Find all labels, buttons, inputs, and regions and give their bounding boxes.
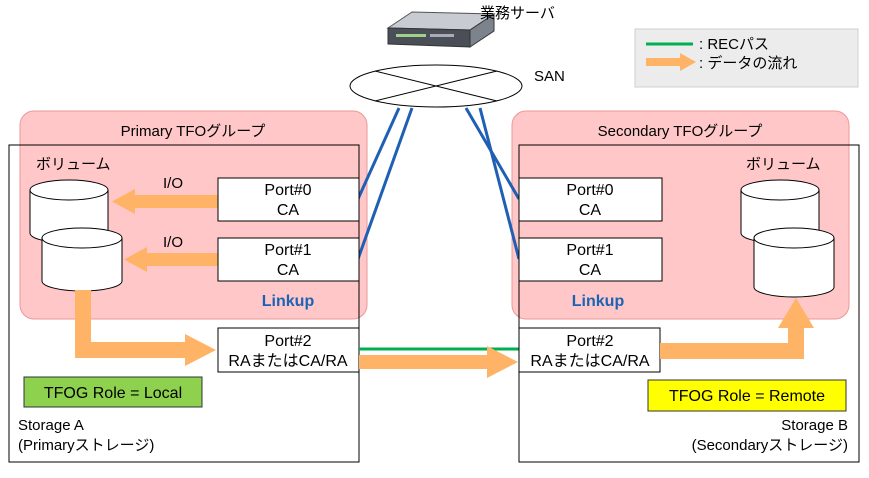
storage-b-box [518, 144, 860, 463]
io-arrow-port0 [112, 189, 218, 214]
storage-a-desc: (Primaryストレージ) [18, 437, 154, 454]
svg-text:CA: CA [277, 262, 300, 279]
server-icon [386, 11, 496, 48]
svg-text:RAまたはCA/RA: RAまたはCA/RA [228, 352, 347, 370]
server-label: 業務サーバ [480, 5, 555, 22]
secondary-group-title: Secondary TFOグループ [598, 123, 763, 140]
primary-volume-2 [41, 227, 123, 292]
primary-linkup-label: Linkup [262, 293, 315, 310]
svg-text:Port#2: Port#2 [566, 333, 613, 350]
svg-text:Port#1: Port#1 [264, 242, 311, 259]
svg-text:TFOG Role = Remote: TFOG Role = Remote [669, 388, 825, 405]
secondary-volume-label: ボリューム [746, 156, 821, 173]
primary-port0: Port#0 CA [217, 177, 360, 222]
san-switch-icon [349, 64, 523, 108]
legend-data-flow-label: : データの流れ [699, 54, 797, 72]
san-label: SAN [534, 68, 565, 85]
svg-text:RAまたはCA/RA: RAまたはCA/RA [530, 352, 649, 370]
io-label-port0: I/O [163, 175, 183, 192]
storage-b-name: Storage B [781, 417, 848, 434]
secondary-port1: Port#1 CA [518, 237, 663, 282]
secondary-port0: Port#0 CA [518, 177, 663, 222]
io-label-port1: I/O [163, 234, 183, 251]
primary-role-badge: TFOG Role = Local [23, 376, 203, 408]
san-links [356, 107, 521, 260]
svg-text:Port#0: Port#0 [566, 182, 613, 199]
primary-port2: Port#2 RAまたはCA/RA [217, 327, 360, 373]
primary-port1: Port#1 CA [217, 237, 360, 282]
svg-text:CA: CA [277, 202, 300, 219]
svg-text:TFOG Role = Local: TFOG Role = Local [44, 385, 182, 402]
svg-text:Port#1: Port#1 [566, 242, 613, 259]
legend-rec-path-label: : RECパス [699, 36, 769, 53]
legend-data-flow-arrow [646, 53, 696, 71]
primary-volume-label: ボリューム [36, 156, 111, 173]
primary-to-port2-arrow [75, 290, 216, 366]
io-arrow-port1 [124, 247, 218, 272]
replication-flow-arrow [359, 346, 518, 378]
port2-to-secondary-volume-arrow [660, 298, 814, 359]
storage-b-desc: (Secondaryストレージ) [692, 437, 848, 454]
svg-text:CA: CA [579, 262, 602, 279]
svg-text:CA: CA [579, 202, 602, 219]
secondary-port2: Port#2 RAまたはCA/RA [518, 327, 661, 373]
svg-text:Port#0: Port#0 [264, 182, 311, 199]
svg-text:Port#2: Port#2 [264, 333, 311, 350]
storage-a-name: Storage A [18, 417, 84, 434]
primary-group-title: Primary TFOグループ [121, 123, 266, 140]
secondary-linkup-label: Linkup [572, 293, 625, 310]
secondary-role-badge: TFOG Role = Remote [647, 379, 847, 412]
secondary-volume-2 [753, 227, 835, 298]
storage-a-box [8, 144, 360, 463]
